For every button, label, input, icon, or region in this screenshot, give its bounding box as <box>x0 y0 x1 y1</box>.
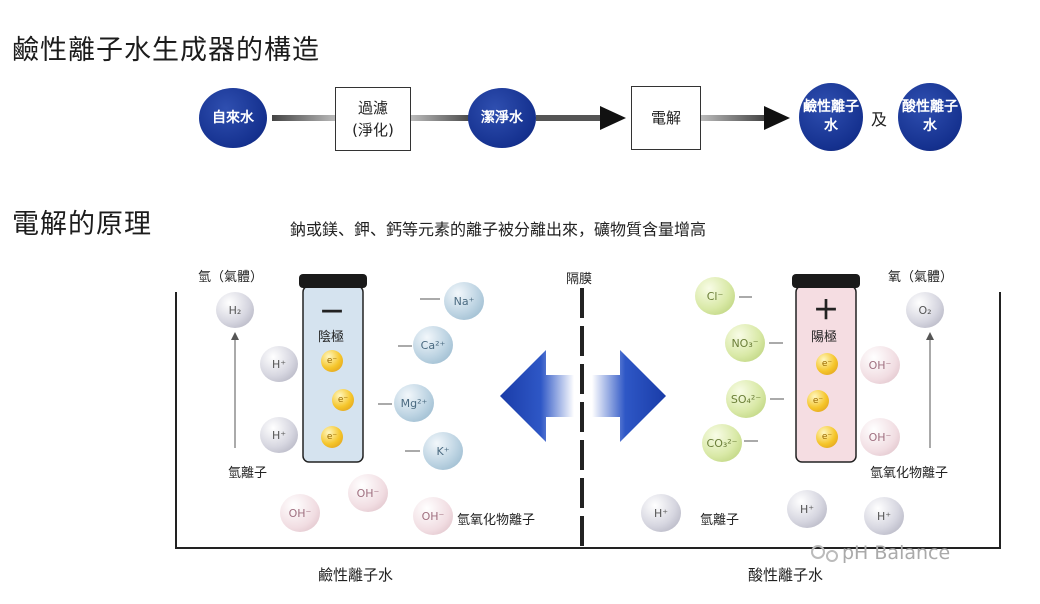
big-arrow-left <box>500 350 574 442</box>
ion-e-cathode-1: e⁻ <box>321 350 343 372</box>
ion-oh-left-3: OH⁻ <box>413 497 453 535</box>
flow-line-4 <box>701 115 765 121</box>
cation-arrows <box>378 298 440 452</box>
watermark-icon-a <box>811 545 825 559</box>
o2-rise-arrow <box>926 332 934 340</box>
big-arrow-right <box>592 350 666 442</box>
alkaline-bottom-label: 鹼性離子水 <box>318 566 394 584</box>
ion-oh-left-2: OH⁻ <box>348 474 388 512</box>
anion-arrows <box>739 296 784 442</box>
watermark-text: pH Balance <box>842 542 951 564</box>
node-tap-water: 自來水 <box>199 88 267 148</box>
hydrogen-ion-label-right: 氫離子 <box>700 513 740 528</box>
node-acid-water: 酸性離子水 <box>898 83 962 151</box>
watermark-icon-b <box>826 550 838 562</box>
hydrogen-ion-label-left: 氫離子 <box>228 466 268 481</box>
ion-oh-left-1: OH⁻ <box>280 494 320 532</box>
ion-mg: Mg²⁺ <box>394 384 434 422</box>
flow-line-2 <box>411 115 473 121</box>
node-alkaline-water: 鹼性離子水 <box>799 83 863 151</box>
ion-co3: CO₃²⁻ <box>702 424 742 462</box>
anode-cap <box>792 274 860 288</box>
hydroxide-label-left: 氫氧化物離子 <box>457 513 536 528</box>
node-clean-water: 潔淨水 <box>468 88 536 148</box>
h2-rise-arrow <box>231 332 239 340</box>
flow-line-3 <box>536 115 602 121</box>
filter-sublabel: (淨化) <box>352 121 394 139</box>
ion-h-plus-right-3: H⁺ <box>864 497 904 535</box>
hydroxide-label-right: 氫氧化物離子 <box>870 466 949 481</box>
oxygen-gas-label: 氧（氣體） <box>888 270 954 285</box>
cathode-sign: － <box>319 298 346 328</box>
ion-k: K⁺ <box>423 432 463 470</box>
ion-oh-right-2: OH⁻ <box>860 418 900 456</box>
ion-h-plus-1: H⁺ <box>260 346 298 382</box>
ion-oh-right-1: OH⁻ <box>860 346 900 384</box>
ion-e-cathode-2: e⁻ <box>332 389 354 411</box>
ion-h-plus-right-2: H⁺ <box>787 490 827 528</box>
flow-line-1 <box>272 115 336 121</box>
arrow-head-1 <box>600 106 626 130</box>
membrane-label: 隔膜 <box>566 272 593 287</box>
anode-sign: ＋ <box>813 296 840 326</box>
node-filter: 過濾 (淨化) <box>335 87 411 151</box>
cathode-cap <box>299 274 367 288</box>
ion-cl: Cl⁻ <box>695 277 735 315</box>
ion-h2-left: H₂ <box>216 292 254 328</box>
filter-label: 過濾 <box>357 99 388 117</box>
ion-e-anode-3: e⁻ <box>816 426 838 448</box>
and-label: 及 <box>871 110 888 129</box>
flow-arrows <box>272 106 790 130</box>
node-electrolysis: 電解 <box>631 86 701 150</box>
ion-e-anode-2: e⁻ <box>807 390 829 412</box>
ion-so4: SO₄²⁻ <box>726 380 766 418</box>
ion-h-plus-right-1: H⁺ <box>641 494 681 532</box>
cathode-label: 陰極 <box>318 330 345 345</box>
ion-o2: O₂ <box>906 292 944 328</box>
hydrogen-gas-label: 氫（氣體） <box>198 270 264 285</box>
ion-no3: NO₃⁻ <box>725 324 765 362</box>
structure-title: 鹼性離子水生成器的構造 <box>12 35 320 66</box>
ion-ca: Ca²⁺ <box>413 326 453 364</box>
arrow-head-2 <box>764 106 790 130</box>
container-outline <box>175 292 1001 549</box>
ion-na: Na⁺ <box>444 282 484 320</box>
ion-e-anode-1: e⁻ <box>816 353 838 375</box>
acid-bottom-label: 酸性離子水 <box>748 566 824 584</box>
anode-label: 陽極 <box>811 330 838 345</box>
ion-e-cathode-3: e⁻ <box>321 426 343 448</box>
principle-caption: 鈉或鎂、鉀、鈣等元素的離子被分離出來，礦物質含量增高 <box>290 220 707 239</box>
ion-h-plus-2: H⁺ <box>260 417 298 453</box>
principle-title: 電解的原理 <box>12 209 152 240</box>
